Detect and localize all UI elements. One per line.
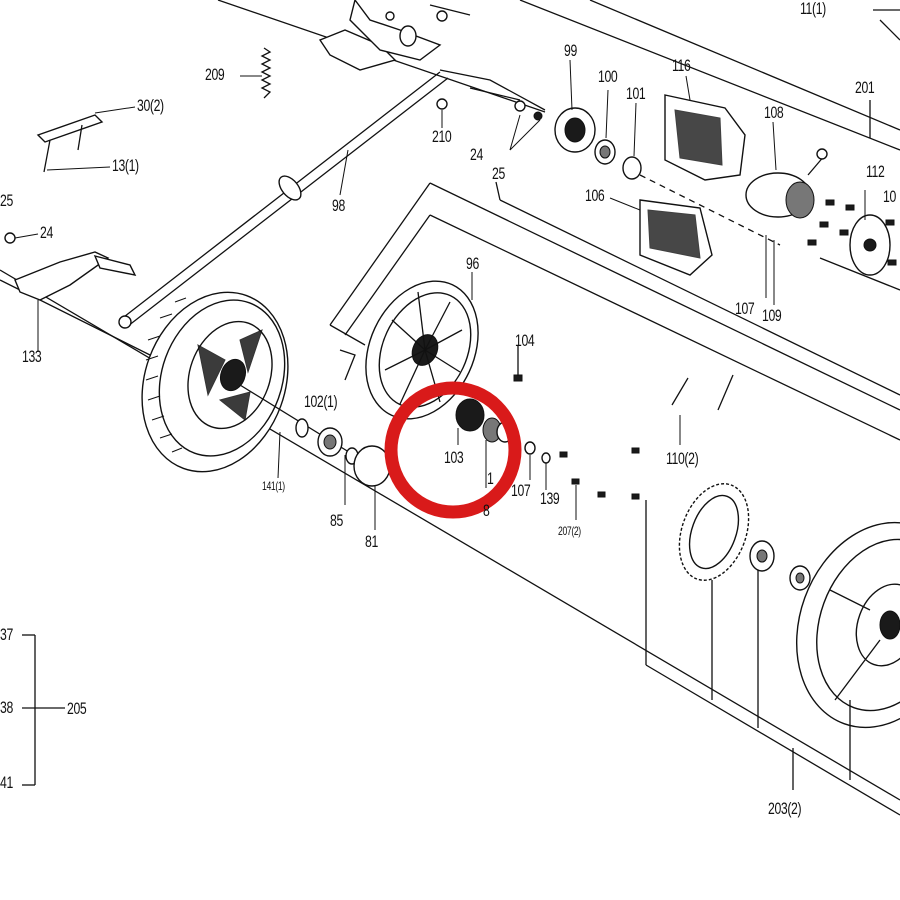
callout-133: 133 [22,347,42,366]
callout-13-1: 13(1) [112,156,139,175]
callout-210: 210 [432,127,452,146]
callout-8-partial: 8 [483,501,490,520]
right-wheel [795,521,900,729]
callout-24-mid: 24 [470,145,483,164]
callout-112: 112 [866,162,885,181]
linkage-133 [4,232,137,352]
callout-108: 108 [764,103,784,122]
callout-100: 100 [598,67,618,86]
small-hardware [513,345,734,520]
callout-107-top: 107 [735,299,755,318]
callout-205: 205 [67,699,87,718]
callout-107-bottom: 107 [511,481,531,500]
callout-11-1: 11(1) [800,0,826,18]
callout-209: 209 [205,65,225,84]
callout-141-1: 141(1) [262,479,285,493]
callout-99: 99 [564,41,577,60]
bolt-bracket-30 [36,106,136,173]
callout-139: 139 [540,489,560,508]
callout-85: 85 [330,511,343,530]
callout-203-2: 203(2) [768,799,802,818]
pinion-gear-103 [455,398,514,488]
callout-41: 41 [0,773,13,792]
callout-96: 96 [466,254,479,273]
callout-103: 103 [444,448,464,467]
callout-102-1: 102(1) [304,392,338,411]
bracket-203 [645,500,900,816]
callout-101: 101 [626,84,646,103]
callout-104: 104 [515,331,535,350]
highlight-circle [384,381,522,519]
callout-38: 38 [0,698,13,717]
callout-37: 37 [0,625,13,644]
top-bracket [318,0,471,71]
motor-housing-group [509,9,900,305]
callout-25-left: 25 [0,191,13,210]
callout-110-2: 110(2) [666,449,699,468]
bracket-205 [22,634,65,786]
callout-109: 109 [762,306,782,325]
handle-bar-98 [118,69,546,329]
callout-207-2: 207(2) [558,524,581,538]
callout-98: 98 [332,196,345,215]
callout-201: 201 [855,78,875,97]
left-wheel [141,291,289,473]
callout-10-edge: 10 [883,187,896,206]
callout-25-mid: 25 [492,164,505,183]
misc-fasteners [339,59,897,266]
spring-209 [240,47,272,99]
drive-gear-ring [678,483,811,591]
callout-24-left: 24 [40,223,53,242]
callout-30-2: 30(2) [137,96,164,115]
callout-106: 106 [585,186,605,205]
callout-1-partial: 1 [487,469,494,488]
callout-116: 116 [672,56,691,75]
callout-81: 81 [365,532,378,551]
